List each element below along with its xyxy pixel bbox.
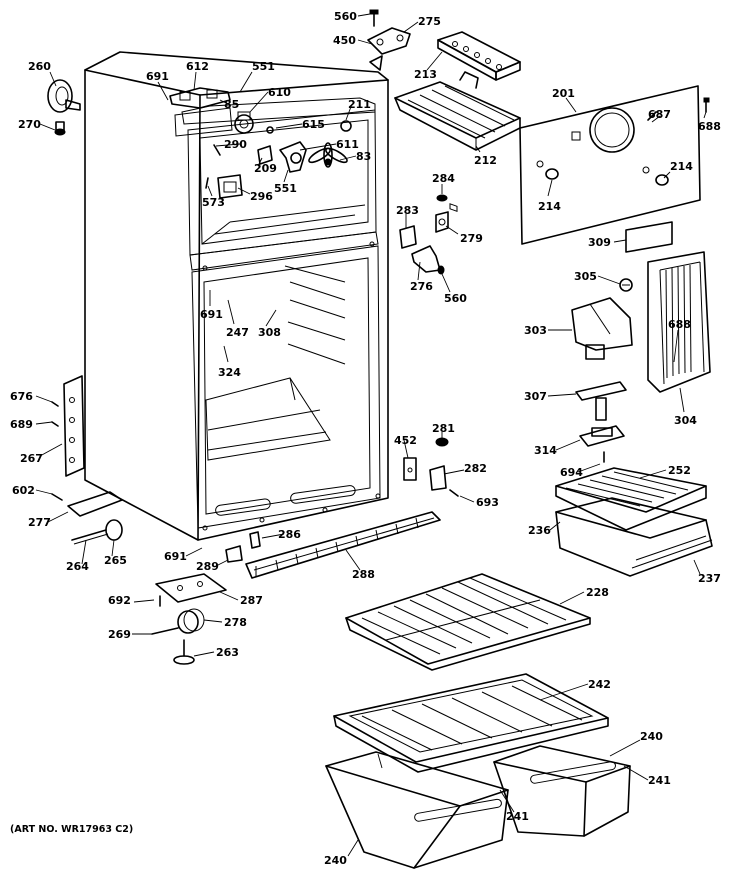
callout-287: 287 (240, 594, 263, 607)
callout-289: 289 (196, 560, 219, 573)
callout-573: 573 (202, 196, 225, 209)
callout-612: 612 (186, 60, 209, 73)
callout-278: 278 (224, 616, 247, 629)
right-side-parts (403, 437, 459, 497)
fan-blade (308, 142, 348, 168)
callout-270: 270 (18, 118, 41, 131)
callout-labels: 560 275 450 213 260 270 612 551 691 85 6… (10, 10, 721, 867)
callout-615: 615 (302, 118, 325, 131)
callout-275: 275 (418, 15, 441, 28)
callout-247: 247 (226, 326, 249, 339)
callout-211: 211 (348, 98, 371, 111)
callout-260: 260 (28, 60, 51, 73)
callout-83: 83 (356, 150, 371, 163)
callout-560: 560 (334, 10, 357, 23)
callout-263: 263 (216, 646, 239, 659)
bottom-parts (151, 511, 441, 665)
callout-213: 213 (414, 68, 437, 81)
callout-304: 304 (674, 414, 697, 427)
callout-284: 284 (432, 172, 455, 185)
callout-286: 286 (278, 528, 301, 541)
evaporator-cover-201 (519, 85, 710, 245)
callout-691: 691 (164, 550, 187, 563)
callout-324: 324 (218, 366, 241, 379)
callout-551: 551 (274, 182, 297, 195)
callout-236: 236 (528, 524, 551, 537)
callout-241: 241 (506, 810, 529, 823)
callout-242: 242 (588, 678, 611, 691)
callout-602: 602 (12, 484, 35, 497)
callout-309: 309 (588, 236, 611, 249)
cabinet (84, 51, 389, 541)
callout-692: 692 (108, 594, 131, 607)
callout-551: 551 (252, 60, 275, 73)
callout-237: 237 (698, 572, 721, 585)
wire-shelf-228 (345, 573, 591, 671)
callout-267: 267 (20, 452, 43, 465)
callout-687: 687 (648, 108, 671, 121)
callout-694: 694 (560, 466, 583, 479)
callout-228: 228 (586, 586, 609, 599)
callout-693: 693 (476, 496, 499, 509)
freezer-shelf-212 (394, 71, 521, 151)
callout-610: 610 (268, 86, 291, 99)
ice-tray-213 (437, 31, 521, 213)
callout-307: 307 (524, 390, 547, 403)
callout-303: 303 (524, 324, 547, 337)
callout-214: 214 (538, 200, 561, 213)
callout-688: 688 (698, 120, 721, 133)
callout-452: 452 (394, 434, 417, 447)
leader-lines (35, 13, 707, 857)
callout-214: 214 (670, 160, 693, 173)
callout-240: 240 (640, 730, 663, 743)
callout-276: 276 (410, 280, 433, 293)
callout-288: 288 (352, 568, 375, 581)
callout-241: 241 (648, 774, 671, 787)
callout-560: 560 (444, 292, 467, 305)
callout-212: 212 (474, 154, 497, 167)
door-stop-260 (47, 79, 81, 136)
callout-691: 691 (200, 308, 223, 321)
callout-283: 283 (396, 204, 419, 217)
callout-279: 279 (460, 232, 483, 245)
callout-308: 308 (258, 326, 281, 339)
meat-pan-assembly (555, 467, 713, 577)
callout-209: 209 (254, 162, 277, 175)
callout-689: 689 (10, 418, 33, 431)
callout-296: 296 (250, 190, 273, 203)
callout-688: 688 (668, 318, 691, 331)
callout-264: 264 (66, 560, 89, 573)
callout-305: 305 (574, 270, 597, 283)
callout-269: 269 (108, 628, 131, 641)
callout-314: 314 (534, 444, 557, 457)
callout-281: 281 (432, 422, 455, 435)
crisper-assembly (325, 673, 631, 869)
callout-691: 691 (146, 70, 169, 83)
callout-277: 277 (28, 516, 51, 529)
lower-left-parts (51, 375, 123, 545)
callout-265: 265 (104, 554, 127, 567)
callout-611: 611 (336, 138, 359, 151)
callout-201: 201 (552, 87, 575, 100)
top-hinge (367, 9, 411, 71)
callout-282: 282 (464, 462, 487, 475)
damper-parts (399, 194, 449, 275)
art-number: (ART NO. WR17963 C2) (10, 824, 133, 835)
callout-450: 450 (333, 34, 356, 47)
callout-252: 252 (668, 464, 691, 477)
control-housing-parts (571, 221, 711, 463)
callout-290: 290 (224, 138, 247, 151)
callout-240: 240 (324, 854, 347, 867)
callout-676: 676 (10, 390, 33, 403)
freezer-control-parts (169, 87, 352, 199)
callout-85: 85 (224, 98, 239, 111)
